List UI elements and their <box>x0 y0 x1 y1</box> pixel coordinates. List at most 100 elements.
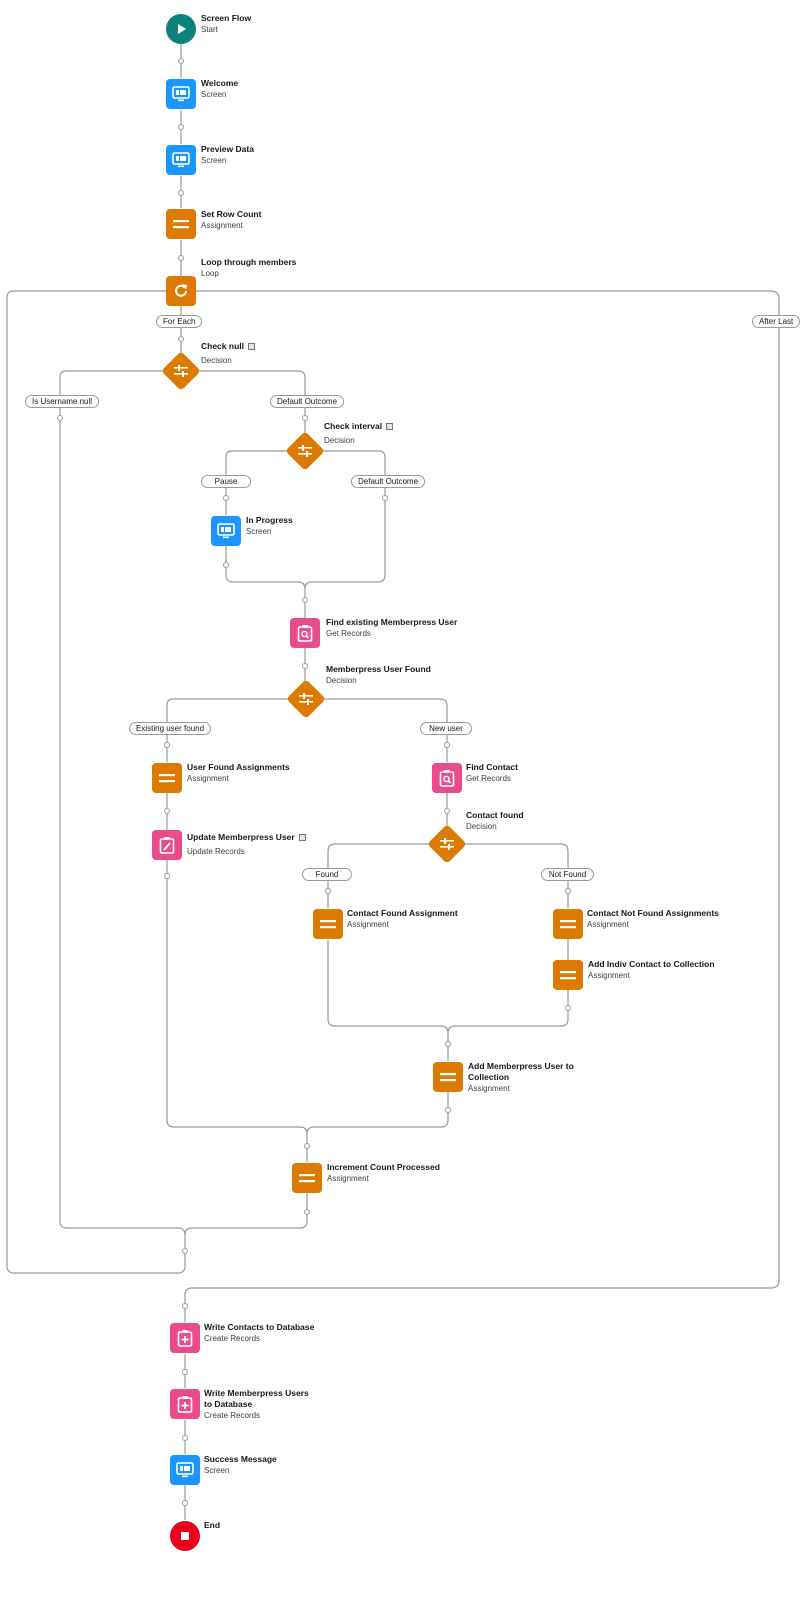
check-interval-decision-node[interactable] <box>285 431 325 471</box>
connector-dot[interactable] <box>304 1209 310 1215</box>
connector-dot[interactable] <box>178 190 184 196</box>
memberpress-user-found-title: Memberpress User Found <box>326 664 431 674</box>
update-records-icon <box>159 837 175 854</box>
contact-not-found-assignments-node[interactable] <box>553 909 583 939</box>
contact-found-assignment-node[interactable] <box>313 909 343 939</box>
connector-dot[interactable] <box>565 888 571 894</box>
connector-dot[interactable] <box>223 562 229 568</box>
outcome-after-last[interactable]: After Last <box>752 315 801 328</box>
preview-data-node[interactable] <box>166 145 196 175</box>
preview-data-title: Preview Data <box>201 144 254 154</box>
find-memberpress-user-node[interactable] <box>290 618 320 648</box>
welcome-label: Welcome Screen <box>201 78 238 100</box>
connector-dot[interactable] <box>444 742 450 748</box>
outcome-new-user[interactable]: New user <box>420 722 472 735</box>
write-memberpress-users-subtitle: Create Records <box>204 1411 261 1420</box>
add-memberpress-user-title: Add Memberpress User to Collection <box>468 1061 574 1082</box>
success-message-subtitle: Screen <box>204 1466 230 1475</box>
end-label: End <box>204 1520 220 1531</box>
outcome-default-check-interval[interactable]: Default Outcome <box>351 475 426 488</box>
set-row-count-node[interactable] <box>166 209 196 239</box>
assignment-icon <box>560 920 576 929</box>
connector-dot[interactable] <box>57 415 63 421</box>
find-contact-label: Find Contact Get Records <box>466 762 518 784</box>
end-title: End <box>204 1520 221 1530</box>
connector-dot[interactable] <box>302 415 308 421</box>
connector-dot[interactable] <box>178 124 184 130</box>
connector-dot[interactable] <box>164 808 170 814</box>
connector-dot[interactable] <box>178 255 184 261</box>
contact-not-found-assignments-title: Contact Not Found Assignments <box>587 908 719 918</box>
create-records-icon <box>177 1396 193 1413</box>
increment-count-title: Increment Count Processed <box>327 1162 440 1172</box>
connector-dot[interactable] <box>182 1435 188 1441</box>
set-row-count-subtitle: Assignment <box>201 221 243 230</box>
add-memberpress-user-node[interactable] <box>433 1062 463 1092</box>
connector-dot[interactable] <box>565 1005 571 1011</box>
contact-found-decision-node[interactable] <box>427 824 467 864</box>
add-memberpress-user-subtitle: Assignment <box>468 1084 510 1093</box>
connector-dot[interactable] <box>178 58 184 64</box>
check-null-decision-node[interactable] <box>161 351 201 391</box>
check-interval-subtitle: Decision <box>324 436 355 445</box>
outcome-existing-user[interactable]: Existing user found <box>129 722 212 735</box>
connector-dot[interactable] <box>164 873 170 879</box>
update-memberpress-user-subtitle: Update Records <box>187 847 245 856</box>
write-contacts-node[interactable] <box>170 1323 200 1353</box>
connector-dot[interactable] <box>382 495 388 501</box>
connector-dot[interactable] <box>445 1041 451 1047</box>
start-title: Screen Flow <box>201 13 252 23</box>
update-memberpress-user-node[interactable] <box>152 830 182 860</box>
loop-node[interactable] <box>166 276 196 306</box>
outcome-not-found[interactable]: Not Found <box>541 868 594 881</box>
connector-dot[interactable] <box>182 1369 188 1375</box>
connector-dot[interactable] <box>304 1143 310 1149</box>
contact-found-assignment-label: Contact Found Assignment Assignment <box>347 908 458 930</box>
description-icon <box>386 423 394 430</box>
outcome-found[interactable]: Found <box>302 868 352 881</box>
start-node[interactable] <box>166 14 196 44</box>
loop-label: Loop through members Loop <box>201 257 296 279</box>
connector-dot[interactable] <box>325 888 331 894</box>
stop-icon <box>181 1532 189 1540</box>
connector-dot[interactable] <box>223 495 229 501</box>
outcome-is-username-null[interactable]: Is Username null <box>25 395 100 408</box>
outcome-pause[interactable]: Pause <box>201 475 251 488</box>
in-progress-node[interactable] <box>211 516 241 546</box>
connector-dot[interactable] <box>302 663 308 669</box>
find-contact-node[interactable] <box>432 763 462 793</box>
connector-dot[interactable] <box>182 1248 188 1254</box>
add-indiv-contact-title: Add Indiv Contact to Collection <box>588 959 715 969</box>
screen-icon <box>176 1462 194 1478</box>
contact-not-found-assignments-label: Contact Not Found Assignments Assignment <box>587 908 719 930</box>
memberpress-user-found-decision-node[interactable] <box>286 679 326 719</box>
in-progress-label: In Progress Screen <box>246 515 293 537</box>
connector-dot[interactable] <box>445 1107 451 1113</box>
increment-count-node[interactable] <box>292 1163 322 1193</box>
contact-found-assignment-title: Contact Found Assignment <box>347 908 458 918</box>
memberpress-user-found-subtitle: Decision <box>326 676 357 685</box>
loop-subtitle: Loop <box>201 269 219 278</box>
connector-dot[interactable] <box>164 742 170 748</box>
add-indiv-contact-node[interactable] <box>553 960 583 990</box>
welcome-node[interactable] <box>166 79 196 109</box>
write-memberpress-users-node[interactable] <box>170 1389 200 1419</box>
loop-icon <box>175 284 187 297</box>
connector-dot[interactable] <box>444 808 450 814</box>
check-null-label: Check null Decision <box>201 341 255 366</box>
connector-dot[interactable] <box>178 336 184 342</box>
connector-dot[interactable] <box>182 1500 188 1506</box>
contact-found-title: Contact found <box>466 810 524 820</box>
outcome-for-each[interactable]: For Each <box>156 315 203 328</box>
write-contacts-label: Write Contacts to Database Create Record… <box>204 1322 314 1344</box>
connector-dot[interactable] <box>182 1303 188 1309</box>
screen-icon <box>217 523 235 539</box>
outcome-default-check-null[interactable]: Default Outcome <box>270 395 345 408</box>
connector-dot[interactable] <box>302 597 308 603</box>
assignment-icon <box>320 920 336 929</box>
success-message-node[interactable] <box>170 1455 200 1485</box>
end-node[interactable] <box>170 1521 200 1551</box>
user-found-assignments-node[interactable] <box>152 763 182 793</box>
